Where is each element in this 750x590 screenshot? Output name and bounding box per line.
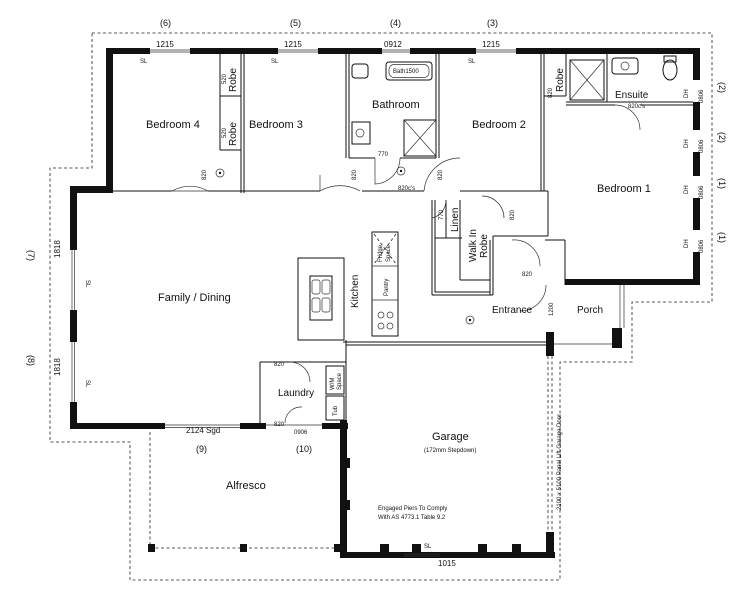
dim-window-vertical: 0806 xyxy=(699,185,705,199)
dim-window: 0906 xyxy=(294,430,308,436)
dim-door: 820 xyxy=(352,169,358,180)
dim-robe: 520 xyxy=(222,127,228,138)
dim-window: 1215 xyxy=(284,40,302,49)
window-mark: (1) xyxy=(717,232,727,243)
dim-dh: DH xyxy=(684,185,690,194)
dim-window: 0912 xyxy=(384,40,402,49)
dim-window-vertical: 0806 xyxy=(699,239,705,253)
window-mark: (2) xyxy=(717,82,727,93)
window-marks: (6) (5) (4) (3) (2) (2) (1) (1) (7) (8) … xyxy=(26,18,727,454)
wm-label-a: W/M xyxy=(330,378,336,390)
dim-sl: SL xyxy=(271,59,279,65)
dim-window-vertical: 1818 xyxy=(53,358,62,376)
dim-sl: SL xyxy=(84,380,90,388)
wm-label-b: Space xyxy=(337,372,343,390)
dim-door-cs: 820c's xyxy=(398,186,415,192)
internal-walls xyxy=(113,54,693,553)
room-bathroom: Bathroom xyxy=(372,99,420,111)
dim-door: 820 xyxy=(274,362,285,368)
dim-window-vertical: 0806 xyxy=(699,139,705,153)
dim-dh: DH xyxy=(684,239,690,248)
room-laundry: Laundry xyxy=(278,388,314,399)
window-mark: (6) xyxy=(160,18,171,28)
window-mark: (5) xyxy=(290,18,301,28)
windows xyxy=(70,48,700,557)
bath-label: Bath1500 xyxy=(393,69,419,75)
dim-door: 1200 xyxy=(549,302,555,316)
room-bedroom-1: Bedroom 1 xyxy=(597,183,651,195)
room-bedroom-4: Bedroom 4 xyxy=(146,119,200,131)
window-mark: (3) xyxy=(487,18,498,28)
room-walk-in-b: Robe xyxy=(479,234,490,258)
room-linen: Linen xyxy=(450,208,461,232)
dim-sl: SL xyxy=(468,59,476,65)
window-mark: (7) xyxy=(26,250,36,261)
room-ensuite: Ensuite xyxy=(615,90,649,101)
dimension-labels: 1215 1215 0912 1215 SL SL SL SL SL SL 18… xyxy=(53,40,705,568)
garage-stepdown-note: (172mm Stepdown) xyxy=(424,448,476,454)
dim-sl: SL xyxy=(424,544,432,550)
room-family-dining: Family / Dining xyxy=(158,292,231,304)
fridge-label-a: Fridge xyxy=(378,244,384,262)
room-porch: Porch xyxy=(577,305,603,316)
room-robe-bed4-a: Robe xyxy=(228,68,239,92)
tub-label: Tub xyxy=(333,405,339,416)
dim-sl: SL xyxy=(140,59,148,65)
dim-door-cs: 820c's xyxy=(628,104,645,110)
dim-window-vertical: 0806 xyxy=(699,89,705,103)
room-bedroom-3: Bedroom 3 xyxy=(249,119,303,131)
window-mark: (4) xyxy=(390,18,401,28)
dim-door: 770 xyxy=(439,209,445,220)
room-robe-bed2: Robe xyxy=(555,68,566,92)
dim-sl: SL xyxy=(84,280,90,288)
room-walk-in-a: Walk In xyxy=(468,229,479,262)
note-garage-door: 2100 x 5100 Panel Lift Garage Door xyxy=(557,414,563,510)
pantry-label: Pantry xyxy=(384,279,390,296)
dim-door: 820 xyxy=(438,169,444,180)
dim-door: 820 xyxy=(548,87,554,98)
dim-door: 820 xyxy=(510,209,516,220)
room-labels: Bedroom 4 Bedroom 3 Bathroom Bedroom 2 B… xyxy=(146,68,651,492)
window-mark: (8) xyxy=(26,355,36,366)
window-mark: (2) xyxy=(717,132,727,143)
note-engaged-piers-1: Engaged Piers To Comply xyxy=(378,506,447,512)
window-mark: (1) xyxy=(717,178,727,189)
window-mark: (9) xyxy=(196,444,207,454)
dim-window: 1015 xyxy=(438,559,456,568)
room-garage: Garage xyxy=(432,431,469,443)
dim-door: 820 xyxy=(202,169,208,180)
fridge-label-b: Space xyxy=(386,244,392,262)
dim-sliding-door: 2124 Sgd xyxy=(186,426,220,435)
room-robe-bed4-b: Robe xyxy=(228,122,239,146)
dim-window: 1215 xyxy=(482,40,500,49)
dim-door: 820 xyxy=(274,422,285,428)
room-bedroom-2: Bedroom 2 xyxy=(472,119,526,131)
site-boundary xyxy=(49,32,713,581)
doors xyxy=(170,104,641,424)
dim-window-vertical: 1818 xyxy=(53,240,62,258)
room-entrance: Entrance xyxy=(492,305,532,316)
room-alfresco: Alfresco xyxy=(226,480,266,492)
dim-dh: DH xyxy=(684,89,690,98)
room-kitchen: Kitchen xyxy=(350,275,361,308)
notes: Engaged Piers To Comply With AS 4773.1 T… xyxy=(378,414,563,521)
dim-robe: 520 xyxy=(222,73,228,84)
dim-dh: DH xyxy=(684,139,690,148)
dim-door: 820 xyxy=(522,272,533,278)
note-engaged-piers-2: With AS 4773.1 Table 9.2 xyxy=(378,515,446,521)
dim-door: 770 xyxy=(378,152,389,158)
window-mark: (10) xyxy=(296,444,312,454)
dim-window: 1215 xyxy=(156,40,174,49)
smoke-detectors xyxy=(215,166,475,325)
